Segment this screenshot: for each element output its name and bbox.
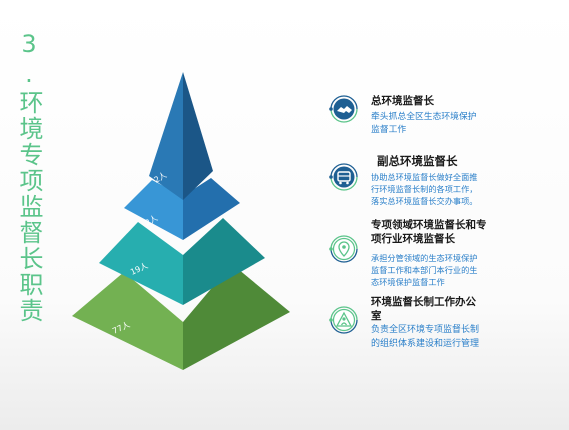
role-item-special-field: 专项领域环境监督长和专 项行业环境监督长 承担分管领域的生态环境保护 监督工作和… xyxy=(325,218,560,292)
pyramid-tier-3-left-face xyxy=(99,222,183,305)
pyramid-tier-2-right-face xyxy=(183,178,240,240)
role-title: 副总环境监督长 xyxy=(377,154,458,168)
pyramid-tier-3-right-face xyxy=(183,218,265,305)
role-description: 承担分管领域的生态环境保护 监督工作和本部门本行业的生 态环境保护监督工作 xyxy=(371,253,478,287)
pyramid-tier-1-left-face xyxy=(149,72,183,200)
truck-icon xyxy=(329,163,358,191)
pyramid-diagram: 2人 2人 19人 77人 xyxy=(72,72,290,370)
location-icon xyxy=(329,235,358,263)
handshake-icon xyxy=(329,95,358,123)
role-item-deputy-chief: 副总环境监督长 协助总环境监督长做好全面推 行环境监督长制的各项工作， 落实总环… xyxy=(325,154,560,214)
triangle-person-icon xyxy=(329,306,358,334)
pyramid-tier-1-right-face xyxy=(183,72,213,200)
role-description: 牵头抓总全区生态环境保护 监督工作 xyxy=(371,112,477,135)
pyramid-tier-4-left-face xyxy=(72,272,183,370)
role-item-office: 环境监督长制工作办公 室 负责全区环境专项监督长制 的组织体系建设和运行管理 xyxy=(325,295,560,355)
role-title: 专项领域环境监督长和专 项行业环境监督长 xyxy=(371,219,487,245)
pyramid-tier-4-right-face xyxy=(183,264,290,370)
role-description: 协助总环境监督长做好全面推 行环境监督长制的各项工作， 落实总环境监督长交办事项… xyxy=(371,172,478,206)
role-item-chief: 总环境监督长 牵头抓总全区生态环境保护 监督工作 xyxy=(325,90,560,140)
role-title: 环境监督长制工作办公 室 xyxy=(371,296,476,322)
page-title: 3.环境专项监督长职责 xyxy=(15,30,43,324)
pyramid-tier-2-left-face xyxy=(124,180,183,240)
role-title: 总环境监督长 xyxy=(371,95,434,107)
role-description: 负责全区环境专项监督长制 的组织体系建设和运行管理 xyxy=(371,325,480,349)
